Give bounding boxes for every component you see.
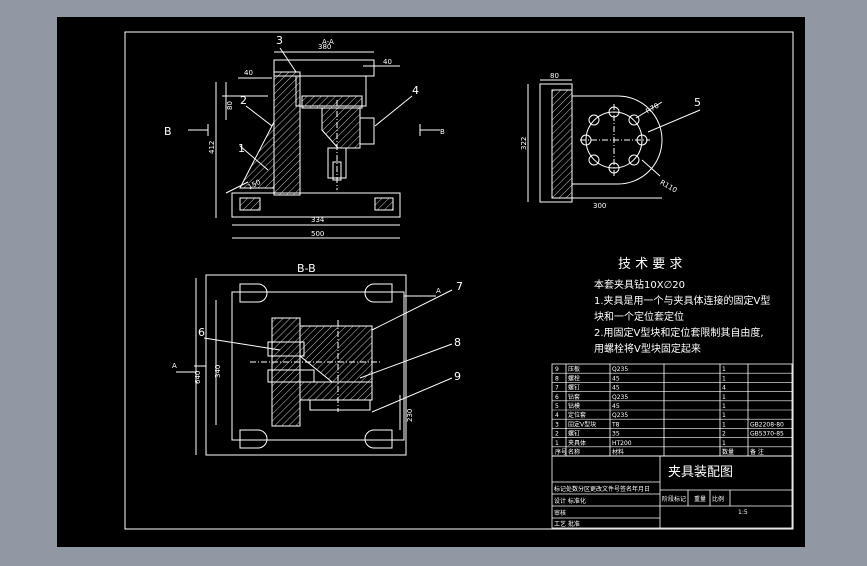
- front-dim-height: 412: [208, 141, 216, 154]
- bom-cell: 3: [555, 421, 559, 428]
- titleblock-row-1: 标记处数分区更改文件号签名年月日: [554, 485, 650, 493]
- bom-cell: Q235: [612, 394, 628, 401]
- balloon-7: 7: [456, 280, 463, 293]
- bom-cell: 钻模: [568, 402, 580, 410]
- tech-line-1: 本套夹具钻10X∅20: [594, 278, 685, 291]
- bom-cell: 1: [722, 394, 726, 401]
- titleblock-scale-label: 比例: [712, 495, 724, 503]
- bom-cell: 压板: [568, 365, 580, 373]
- front-dim-left: 40: [244, 69, 253, 77]
- bom-cell: 螺钉: [568, 384, 580, 392]
- bom-cell: Q235: [612, 412, 628, 419]
- titleblock-row-4: 工艺 批准: [554, 520, 580, 528]
- front-dim-inner: 334: [311, 216, 325, 224]
- front-view: [188, 47, 440, 239]
- balloon-2: 2: [240, 94, 247, 107]
- balloon-1: 1: [238, 142, 245, 155]
- bom-cell: 8: [555, 375, 559, 382]
- titleblock-row-2: 设计 标准化: [554, 497, 586, 505]
- bom-cell: 2: [555, 431, 559, 438]
- bom-cell: 1: [722, 403, 726, 410]
- front-section-b-left: B: [164, 125, 172, 138]
- section-dim-right: 230: [406, 409, 414, 422]
- bom-cell: 9: [555, 366, 559, 373]
- front-dim-base: 500: [311, 230, 324, 238]
- tech-line-4: 2.用固定V型块和定位套限制其自由度,: [594, 326, 764, 339]
- front-dim-right: 40: [383, 58, 392, 66]
- section-dim-left: 640: [194, 371, 202, 384]
- bom-cell: 钻套: [568, 393, 580, 401]
- balloon-6: 6: [198, 326, 205, 339]
- bom-cell: 1: [555, 440, 559, 447]
- front-section-b-right: B: [440, 128, 445, 136]
- balloon-9: 9: [454, 370, 461, 383]
- bom-cell: 45: [612, 385, 620, 392]
- tech-line-2: 1.夹具是用一个与夹具体连接的固定V型: [594, 294, 770, 307]
- section-a-left: A: [172, 362, 177, 370]
- bom-cell: 固定V型块: [568, 420, 596, 428]
- sheet-background: [57, 17, 805, 547]
- bom-cell: 螺钉: [568, 430, 580, 438]
- bom-cell: GB5370-85: [750, 431, 784, 438]
- titleblock-row-3: 审核: [554, 509, 566, 517]
- drawing-border: [124, 31, 794, 530]
- bom-cell: 1: [722, 375, 726, 382]
- front-dim-top: 380: [318, 43, 331, 51]
- section-a-top: A: [436, 287, 441, 295]
- bom-cell: 螺栓: [568, 374, 580, 382]
- titleblock-scale-value: 1:5: [738, 509, 748, 516]
- titleblock-stage: 阶段标记: [662, 495, 686, 503]
- side-dim-left: 322: [520, 137, 528, 150]
- bom-cell: 5: [555, 403, 559, 410]
- side-dim-top: 80: [550, 72, 559, 80]
- balloon-3: 3: [276, 34, 283, 47]
- tech-line-3: 块和一个定位套定位: [594, 310, 684, 323]
- bom-cell: GB2208-80: [750, 421, 784, 428]
- bom-cell: T8: [611, 421, 620, 428]
- tech-line-5: 用螺栓将V型块固定起来: [594, 342, 701, 355]
- bom-cell: 1: [722, 366, 726, 373]
- section-dim-inner: 340: [214, 365, 222, 378]
- bom-header-cell: 名称: [568, 448, 580, 456]
- title-block: [551, 455, 793, 529]
- bom-cell: 45: [612, 375, 620, 382]
- side-dim-bottom: 300: [593, 202, 606, 210]
- bom-cell: 4: [722, 385, 726, 392]
- bom-cell: 45: [612, 403, 620, 410]
- bom-header-cell: 备 注: [750, 448, 764, 456]
- bom-cell: 6: [555, 394, 559, 401]
- bom-cell: 4: [555, 412, 559, 419]
- tech-title: 技 术 要 求: [618, 257, 682, 272]
- bom-cell: 7: [555, 385, 559, 392]
- bom-cell: 2: [722, 431, 726, 438]
- balloon-5: 5: [694, 96, 701, 109]
- bom-cell: 1: [722, 421, 726, 428]
- bom-cell: 夹具体: [568, 439, 586, 447]
- bom-cell: HT200: [612, 440, 632, 447]
- bom-cell: 定位套: [568, 411, 586, 419]
- bom-cell: 1: [722, 412, 726, 419]
- side-view: [527, 79, 701, 203]
- titleblock-weight: 重量: [694, 495, 706, 503]
- bom-cell: 1: [722, 440, 726, 447]
- balloon-8: 8: [454, 336, 461, 349]
- bom-header-cell: 序号: [555, 448, 567, 456]
- front-dim-side-upper: 80: [226, 101, 234, 110]
- balloon-4: 4: [412, 84, 419, 97]
- bom-cell: Q235: [612, 366, 628, 373]
- front-section-label: A-A: [322, 38, 334, 46]
- section-view: [176, 274, 453, 456]
- section-title: B-B: [297, 262, 316, 275]
- bom-cell: 35: [612, 431, 620, 438]
- bom-header-cell: 数量: [722, 448, 734, 456]
- bom-header-cell: 材料: [612, 448, 624, 456]
- titleblock-title: 夹具装配图: [668, 465, 733, 480]
